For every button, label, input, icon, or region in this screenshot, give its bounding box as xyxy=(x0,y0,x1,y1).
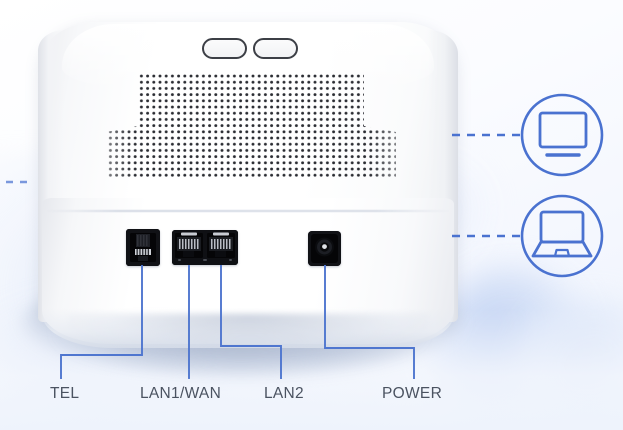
router-device xyxy=(38,22,458,354)
top-slot-right xyxy=(253,38,298,59)
label-power: POWER xyxy=(382,385,443,402)
port-power-dc-jack[interactable] xyxy=(308,231,341,266)
port-lan-rj45-pair[interactable] xyxy=(172,230,238,265)
leader-power xyxy=(324,265,415,379)
leader-lan2 xyxy=(220,265,282,379)
laptop-icon xyxy=(520,194,604,278)
perforated-vent-grille xyxy=(96,74,406,184)
label-lan1-wan: LAN1/WAN xyxy=(140,385,222,402)
leader-tel xyxy=(60,265,143,379)
top-vent-slot-pair xyxy=(202,38,298,60)
top-slot-left xyxy=(202,38,247,59)
label-lan2: LAN2 xyxy=(264,385,304,402)
router-shell-seam xyxy=(46,210,450,212)
desktop-monitor-icon xyxy=(520,93,604,177)
port-tel-rj11[interactable] xyxy=(126,229,160,266)
label-tel: TEL xyxy=(50,385,80,402)
